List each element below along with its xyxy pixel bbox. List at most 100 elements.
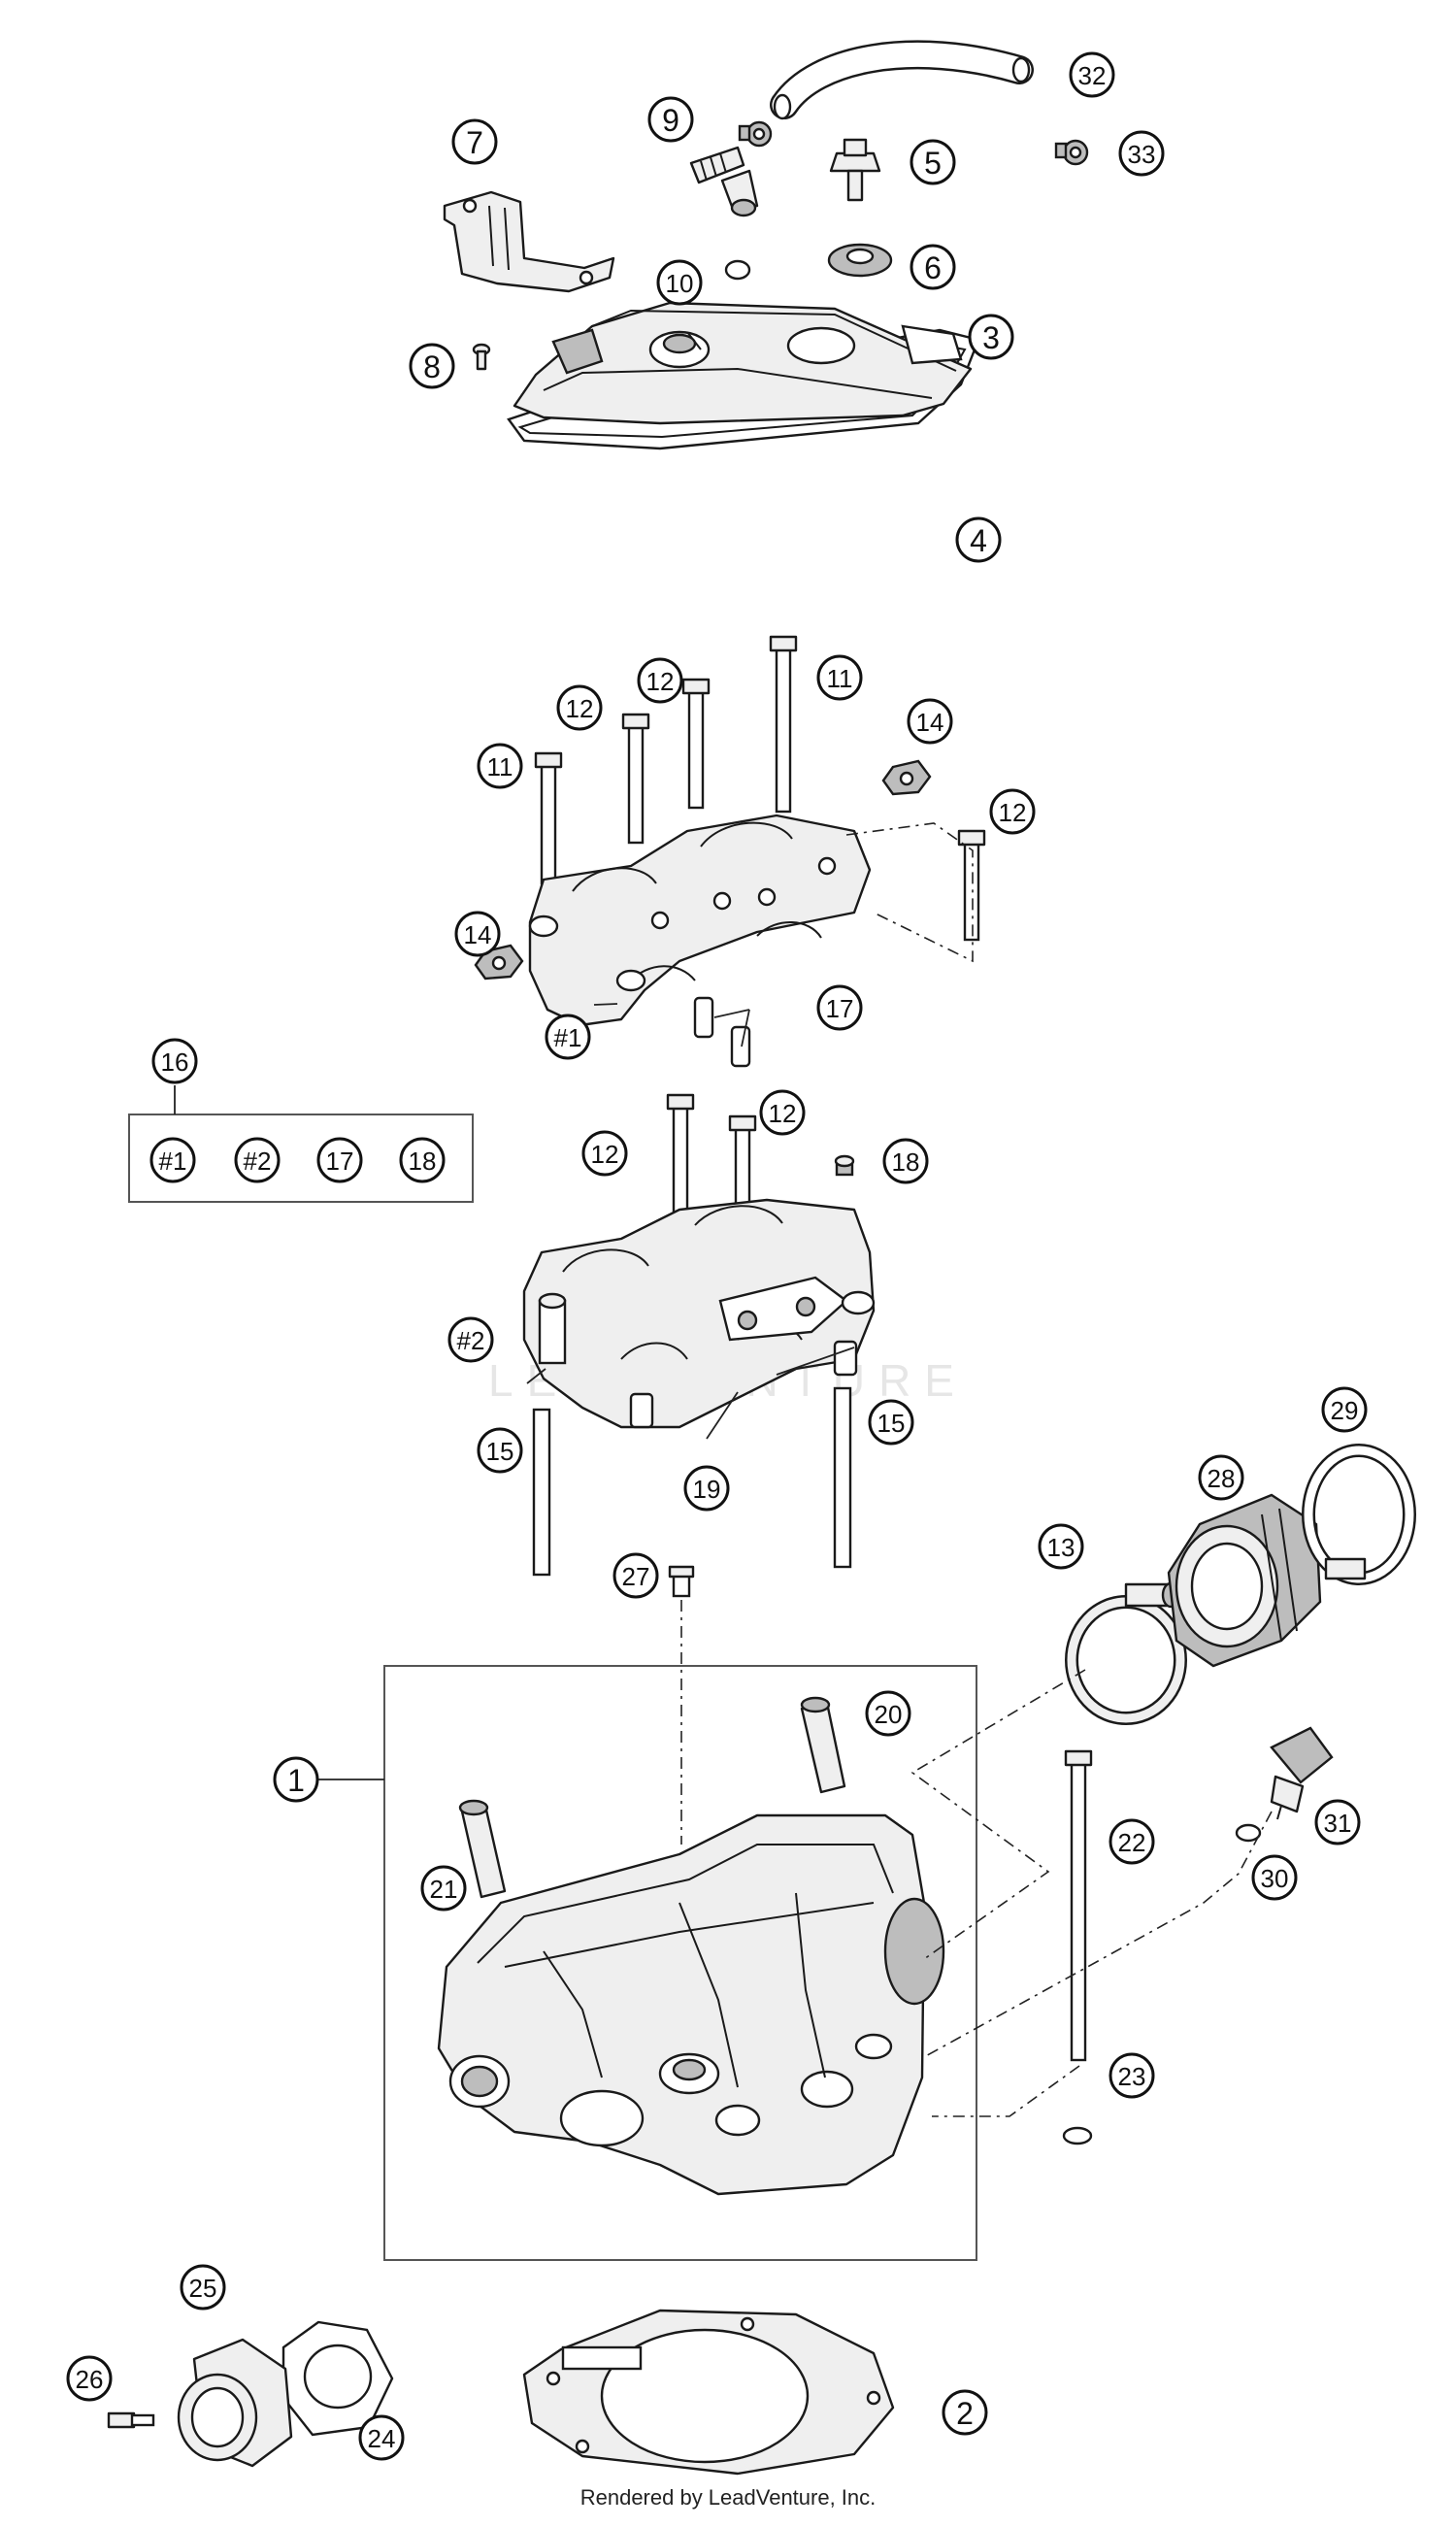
callout-15-a-label: 15 bbox=[486, 1437, 514, 1466]
callout-29: 29 bbox=[1321, 1386, 1368, 1433]
callout-7-label: 7 bbox=[466, 125, 483, 160]
callout-21-label: 21 bbox=[430, 1875, 458, 1904]
callout-4: 4 bbox=[955, 516, 1002, 563]
callout-27-label: 27 bbox=[622, 1562, 650, 1591]
part-33-hose-clamp bbox=[1054, 139, 1089, 166]
part-hose-clamp-small bbox=[738, 120, 773, 148]
callout-20: 20 bbox=[865, 1690, 911, 1737]
callout-19: 19 bbox=[683, 1465, 730, 1512]
callout-16-label: 16 bbox=[161, 1047, 189, 1077]
callout-31-label: 31 bbox=[1324, 1809, 1352, 1838]
callout-18: 18 bbox=[882, 1138, 929, 1184]
callout-8-label: 8 bbox=[423, 349, 441, 384]
part-19-dowel-pins-lower bbox=[629, 1340, 858, 1429]
callout-24-label: 24 bbox=[368, 2424, 396, 2453]
callout-27: 27 bbox=[612, 1552, 659, 1599]
callout-8: 8 bbox=[409, 343, 455, 389]
callout-22: 22 bbox=[1109, 1818, 1155, 1865]
callout-6: 6 bbox=[910, 244, 956, 290]
kit-item-1: #1 bbox=[149, 1137, 196, 1183]
callout-12-a: 12 bbox=[556, 684, 603, 731]
kit-item-1-label: #1 bbox=[159, 1147, 187, 1176]
callout-9: 9 bbox=[647, 96, 694, 143]
callout-25: 25 bbox=[180, 2264, 226, 2311]
callout-16: 16 bbox=[151, 1038, 198, 1084]
callout-1-label: 1 bbox=[287, 1763, 305, 1798]
callout-6-label: 6 bbox=[924, 250, 942, 285]
bolt-11-left bbox=[534, 751, 563, 885]
callout-14-a: 14 bbox=[907, 698, 953, 745]
part-9-breather-fitting bbox=[689, 146, 759, 217]
callout-19-label: 19 bbox=[693, 1475, 721, 1504]
part-24-gasket bbox=[281, 2320, 394, 2437]
callout-5: 5 bbox=[910, 139, 956, 185]
callout-20-label: 20 bbox=[875, 1700, 903, 1729]
callout-32-label: 32 bbox=[1078, 61, 1107, 90]
callout-bridge-2-label: #2 bbox=[457, 1326, 485, 1355]
part-27-screw bbox=[668, 1565, 695, 1598]
callout-14-b-label: 14 bbox=[464, 920, 492, 949]
callout-2: 2 bbox=[942, 2389, 988, 2436]
bolt-12-b bbox=[681, 678, 711, 810]
callout-18-label: 18 bbox=[892, 1147, 920, 1177]
callout-12-e: 12 bbox=[759, 1089, 806, 1136]
callout-24: 24 bbox=[358, 2414, 405, 2461]
part-31-temp-sensor bbox=[1270, 1726, 1334, 1820]
callout-26-label: 26 bbox=[76, 2365, 104, 2394]
callout-23-label: 23 bbox=[1118, 2062, 1146, 2091]
cylinder-head-box bbox=[383, 1665, 977, 2261]
callout-11-a: 11 bbox=[477, 743, 523, 789]
callout-bridge-1-label: #1 bbox=[554, 1023, 582, 1052]
leader-dash-bolt bbox=[932, 2065, 1080, 2117]
callout-12-a-label: 12 bbox=[566, 694, 594, 723]
callout-23: 23 bbox=[1109, 2052, 1155, 2099]
leader-dash-sensor bbox=[921, 1811, 1273, 2059]
part-8-screw bbox=[472, 343, 491, 371]
callout-12-b-label: 12 bbox=[646, 667, 675, 696]
callout-9-label: 9 bbox=[662, 103, 679, 138]
callout-17-label: 17 bbox=[826, 994, 854, 1023]
kit-item-4: 18 bbox=[399, 1137, 446, 1183]
part-32-breather-hose bbox=[770, 40, 1034, 120]
callout-bridge-1: #1 bbox=[545, 1014, 591, 1060]
part-cam-bridge-lower bbox=[522, 1198, 876, 1429]
bolt-11-right bbox=[769, 635, 798, 814]
bolt-12-a bbox=[621, 713, 650, 845]
part-15-studs bbox=[532, 1386, 852, 1577]
callout-33: 33 bbox=[1118, 130, 1165, 177]
callout-17: 17 bbox=[816, 984, 863, 1031]
callout-14-a-label: 14 bbox=[916, 708, 944, 737]
kit-item-4-label: 18 bbox=[409, 1147, 437, 1176]
callout-11-b: 11 bbox=[816, 654, 863, 701]
part-30-seal-ring bbox=[1235, 1823, 1262, 1843]
callout-10-label: 10 bbox=[666, 269, 694, 298]
callout-12-d: 12 bbox=[581, 1130, 628, 1177]
kit-item-3-label: 17 bbox=[326, 1147, 354, 1176]
callout-2-label: 2 bbox=[956, 2396, 974, 2431]
callout-12-b: 12 bbox=[637, 657, 683, 704]
part-6-rubber-grommet bbox=[827, 243, 893, 278]
callout-28-label: 28 bbox=[1208, 1464, 1236, 1493]
part-13-hose-clamp bbox=[1065, 1581, 1187, 1725]
part-3-valve-cover bbox=[513, 301, 973, 425]
callout-12-c-label: 12 bbox=[999, 798, 1027, 827]
callout-12-d-label: 12 bbox=[591, 1140, 619, 1169]
callout-3-label: 3 bbox=[982, 320, 1000, 355]
callout-21: 21 bbox=[420, 1865, 467, 1912]
part-28-intake-flange bbox=[1167, 1493, 1322, 1668]
part-5-screw bbox=[829, 138, 881, 202]
callout-15-b-label: 15 bbox=[877, 1409, 906, 1438]
part-cam-bridge-upper bbox=[528, 814, 872, 1027]
callout-11-b-label: 11 bbox=[827, 664, 853, 693]
part-20-valve-guide bbox=[800, 1696, 846, 1794]
part-10-o-ring bbox=[724, 259, 751, 281]
callout-11-a-label: 11 bbox=[487, 752, 513, 781]
kit-item-2-label: #2 bbox=[244, 1147, 272, 1176]
part-26-screw bbox=[107, 2411, 155, 2429]
callout-32: 32 bbox=[1069, 51, 1115, 98]
part-17-dowel-pins-upper bbox=[693, 996, 751, 1068]
callout-15-b: 15 bbox=[868, 1399, 914, 1446]
footer-credit: Rendered by LeadVenture, Inc. bbox=[579, 2485, 877, 2510]
bolts-upper-bridge bbox=[534, 635, 986, 942]
